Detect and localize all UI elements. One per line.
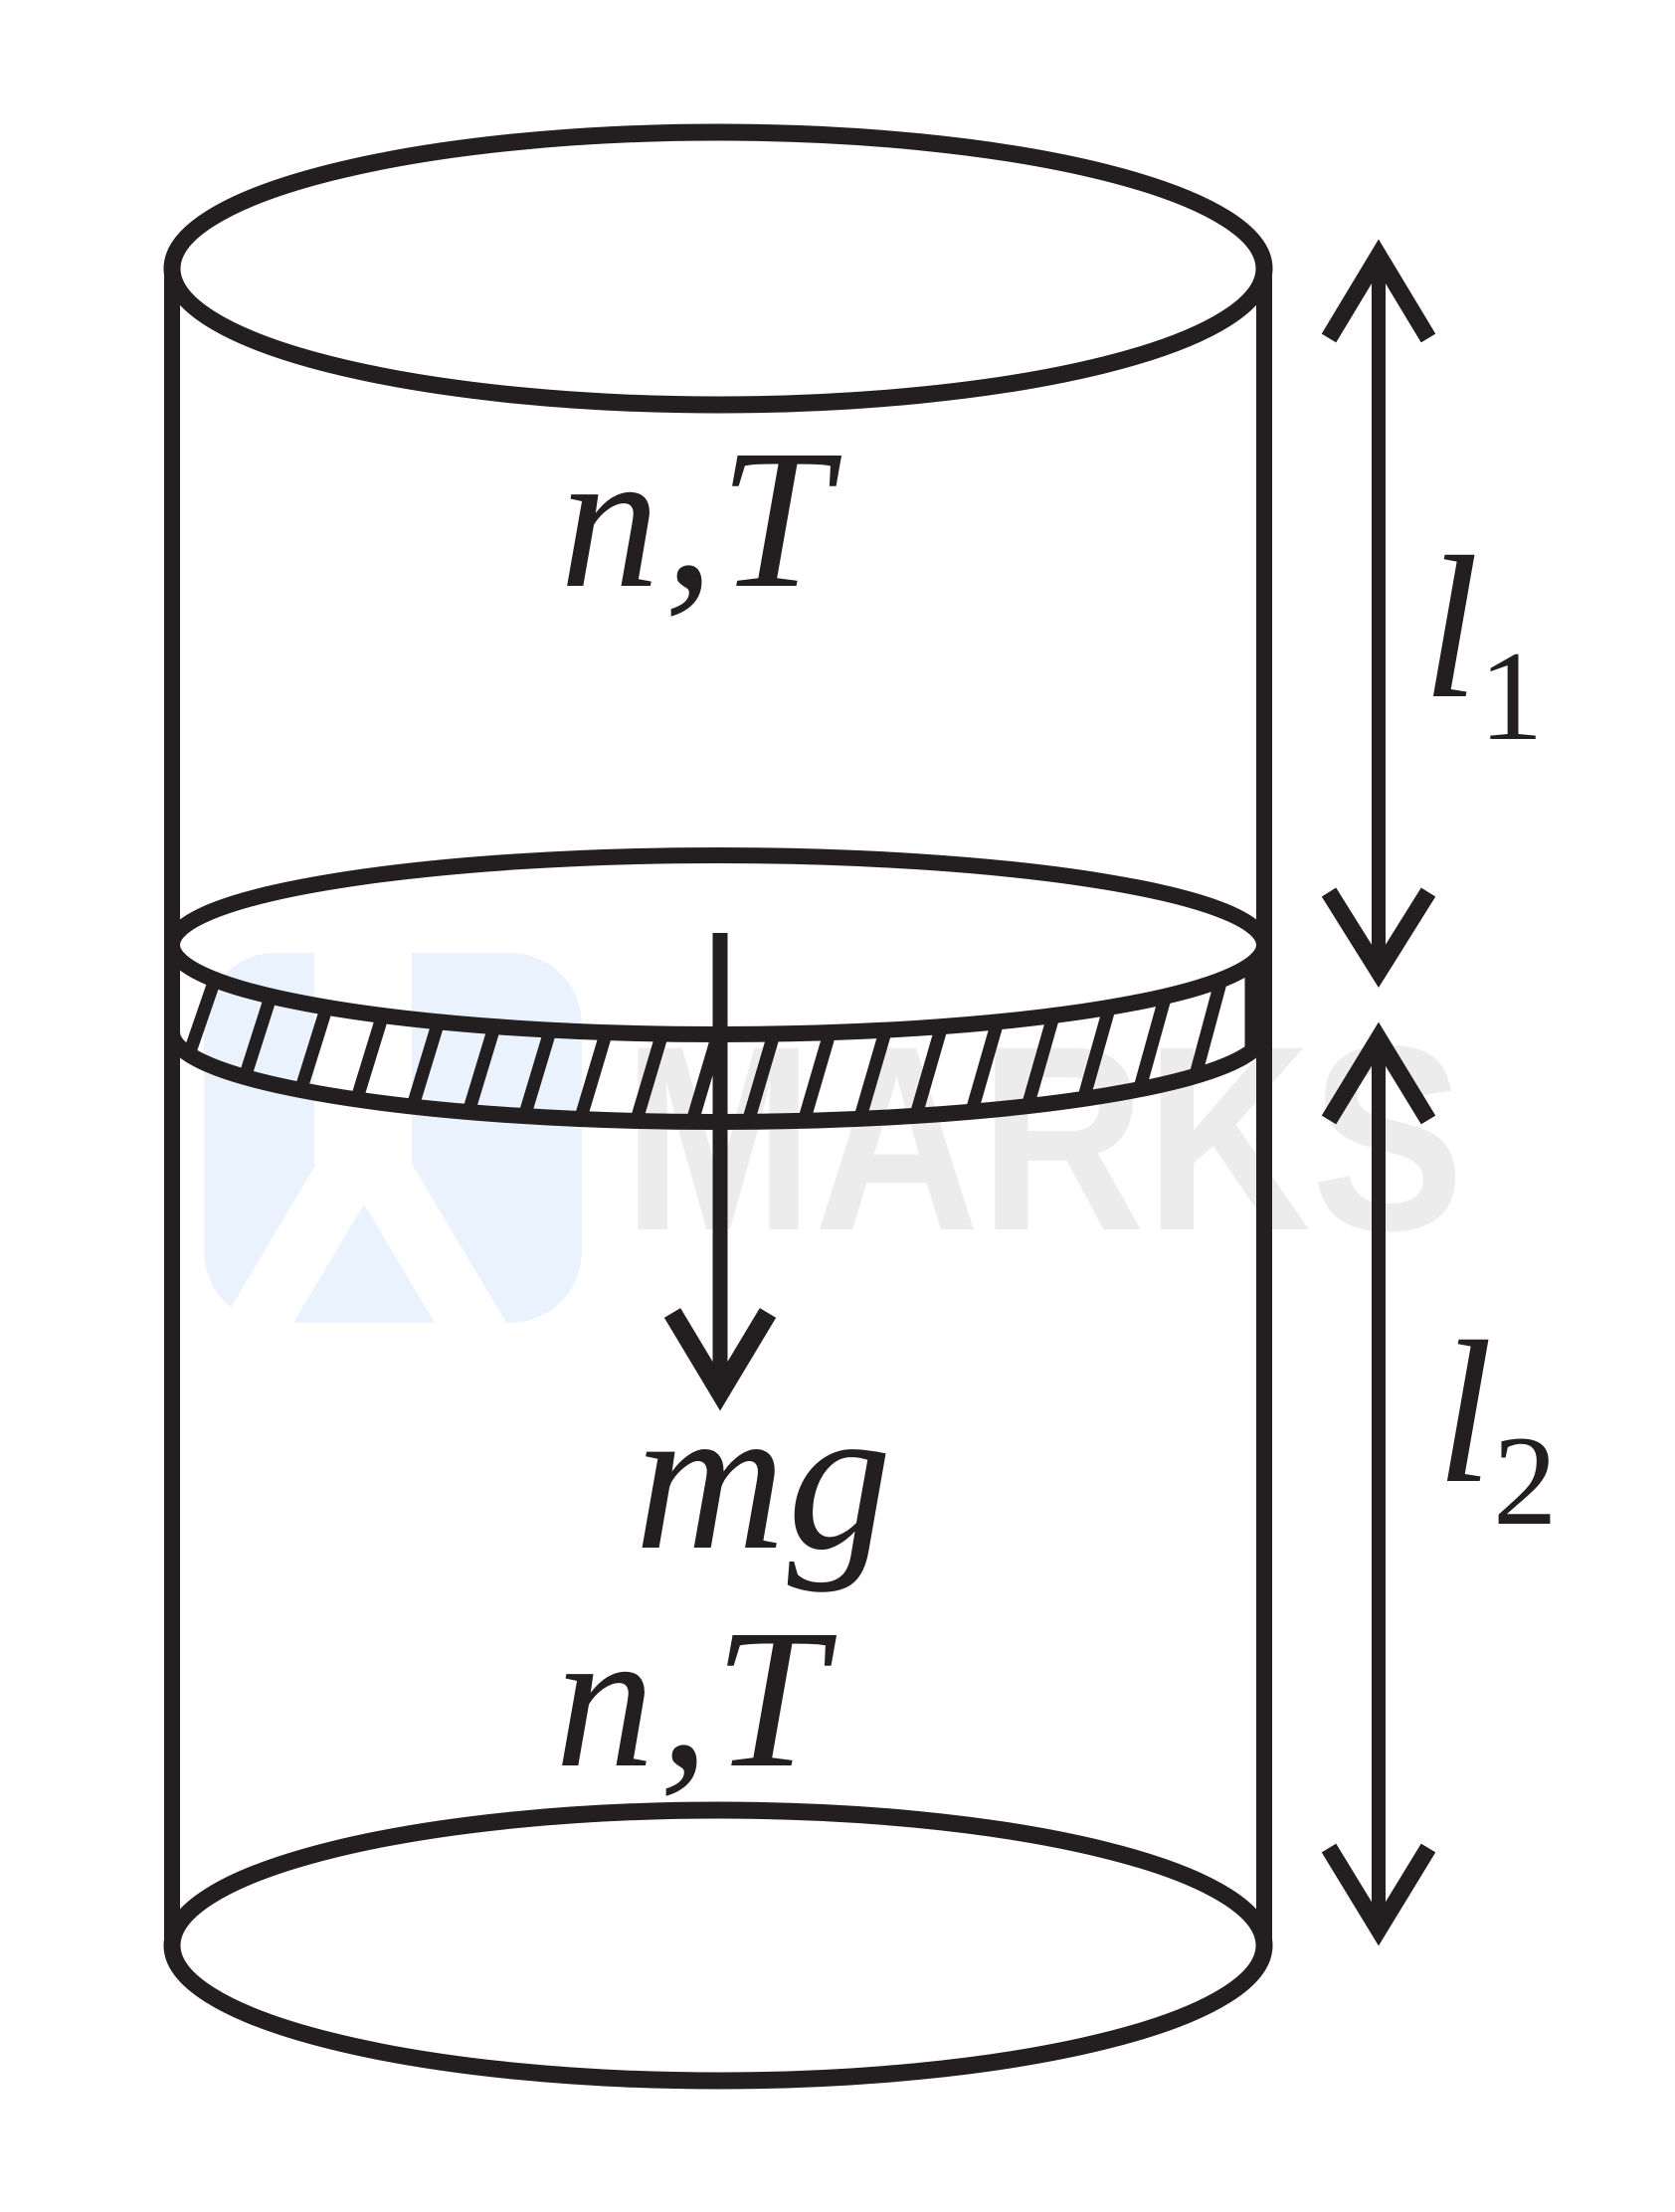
l1-arrowhead-up-icon	[1321, 239, 1436, 343]
l2-label-subscript: 2	[1492, 1408, 1558, 1552]
l2-arrowhead-up-icon	[1321, 1021, 1436, 1125]
watermark-logo-chevron	[222, 1083, 506, 1323]
l2-dimension-arrow	[1321, 1021, 1436, 1946]
mg-arrowhead-down-icon	[663, 1308, 777, 1411]
piston	[164, 847, 1272, 1130]
piston-hatch-line	[630, 1031, 668, 1123]
l2-label-base: l	[1436, 1300, 1493, 1526]
piston-hatch-line	[1189, 978, 1228, 1078]
l1-dimension-arrow	[1321, 239, 1436, 989]
piston-hatch-line	[294, 1005, 333, 1092]
piston-hatch-line	[798, 1030, 837, 1123]
piston-hatch-line	[909, 1024, 948, 1118]
cylinder	[163, 123, 1273, 2090]
upper-gas-label: n,T	[560, 410, 836, 630]
l2-label: l2	[1436, 1296, 1558, 1552]
piston-hatch-line	[1133, 994, 1172, 1092]
piston-hatch-line	[239, 994, 278, 1079]
l2-arrowhead-down-icon	[1321, 1843, 1436, 1946]
piston-hatch-line	[462, 1024, 501, 1114]
l1-label-base: l	[1422, 515, 1479, 741]
piston-hatch-line	[1077, 1006, 1116, 1101]
piston-hatch-line	[574, 1030, 613, 1121]
l1-label-subscript: 1	[1478, 624, 1544, 767]
mg-arrow	[663, 933, 777, 1411]
l1-arrowhead-down-icon	[1321, 887, 1436, 989]
piston-hatch-line	[518, 1027, 557, 1118]
piston-hatch-line	[406, 1019, 446, 1109]
piston-weight-label: mg	[635, 1363, 894, 1593]
cylinder-bottom-ellipse	[163, 1801, 1273, 2090]
piston-hatching	[182, 964, 1258, 1124]
piston-hatch-line	[965, 1019, 1005, 1114]
piston-hatch-line	[182, 977, 222, 1057]
piston-hatch-line	[853, 1027, 892, 1121]
piston-hatch-line	[1021, 1014, 1060, 1108]
piston-hatch-line	[350, 1014, 389, 1102]
piston-hatch-line	[741, 1031, 781, 1124]
cylinder-top-ellipse	[163, 123, 1273, 414]
l1-label: l1	[1422, 511, 1544, 767]
lower-gas-label: n,T	[555, 1589, 831, 1809]
